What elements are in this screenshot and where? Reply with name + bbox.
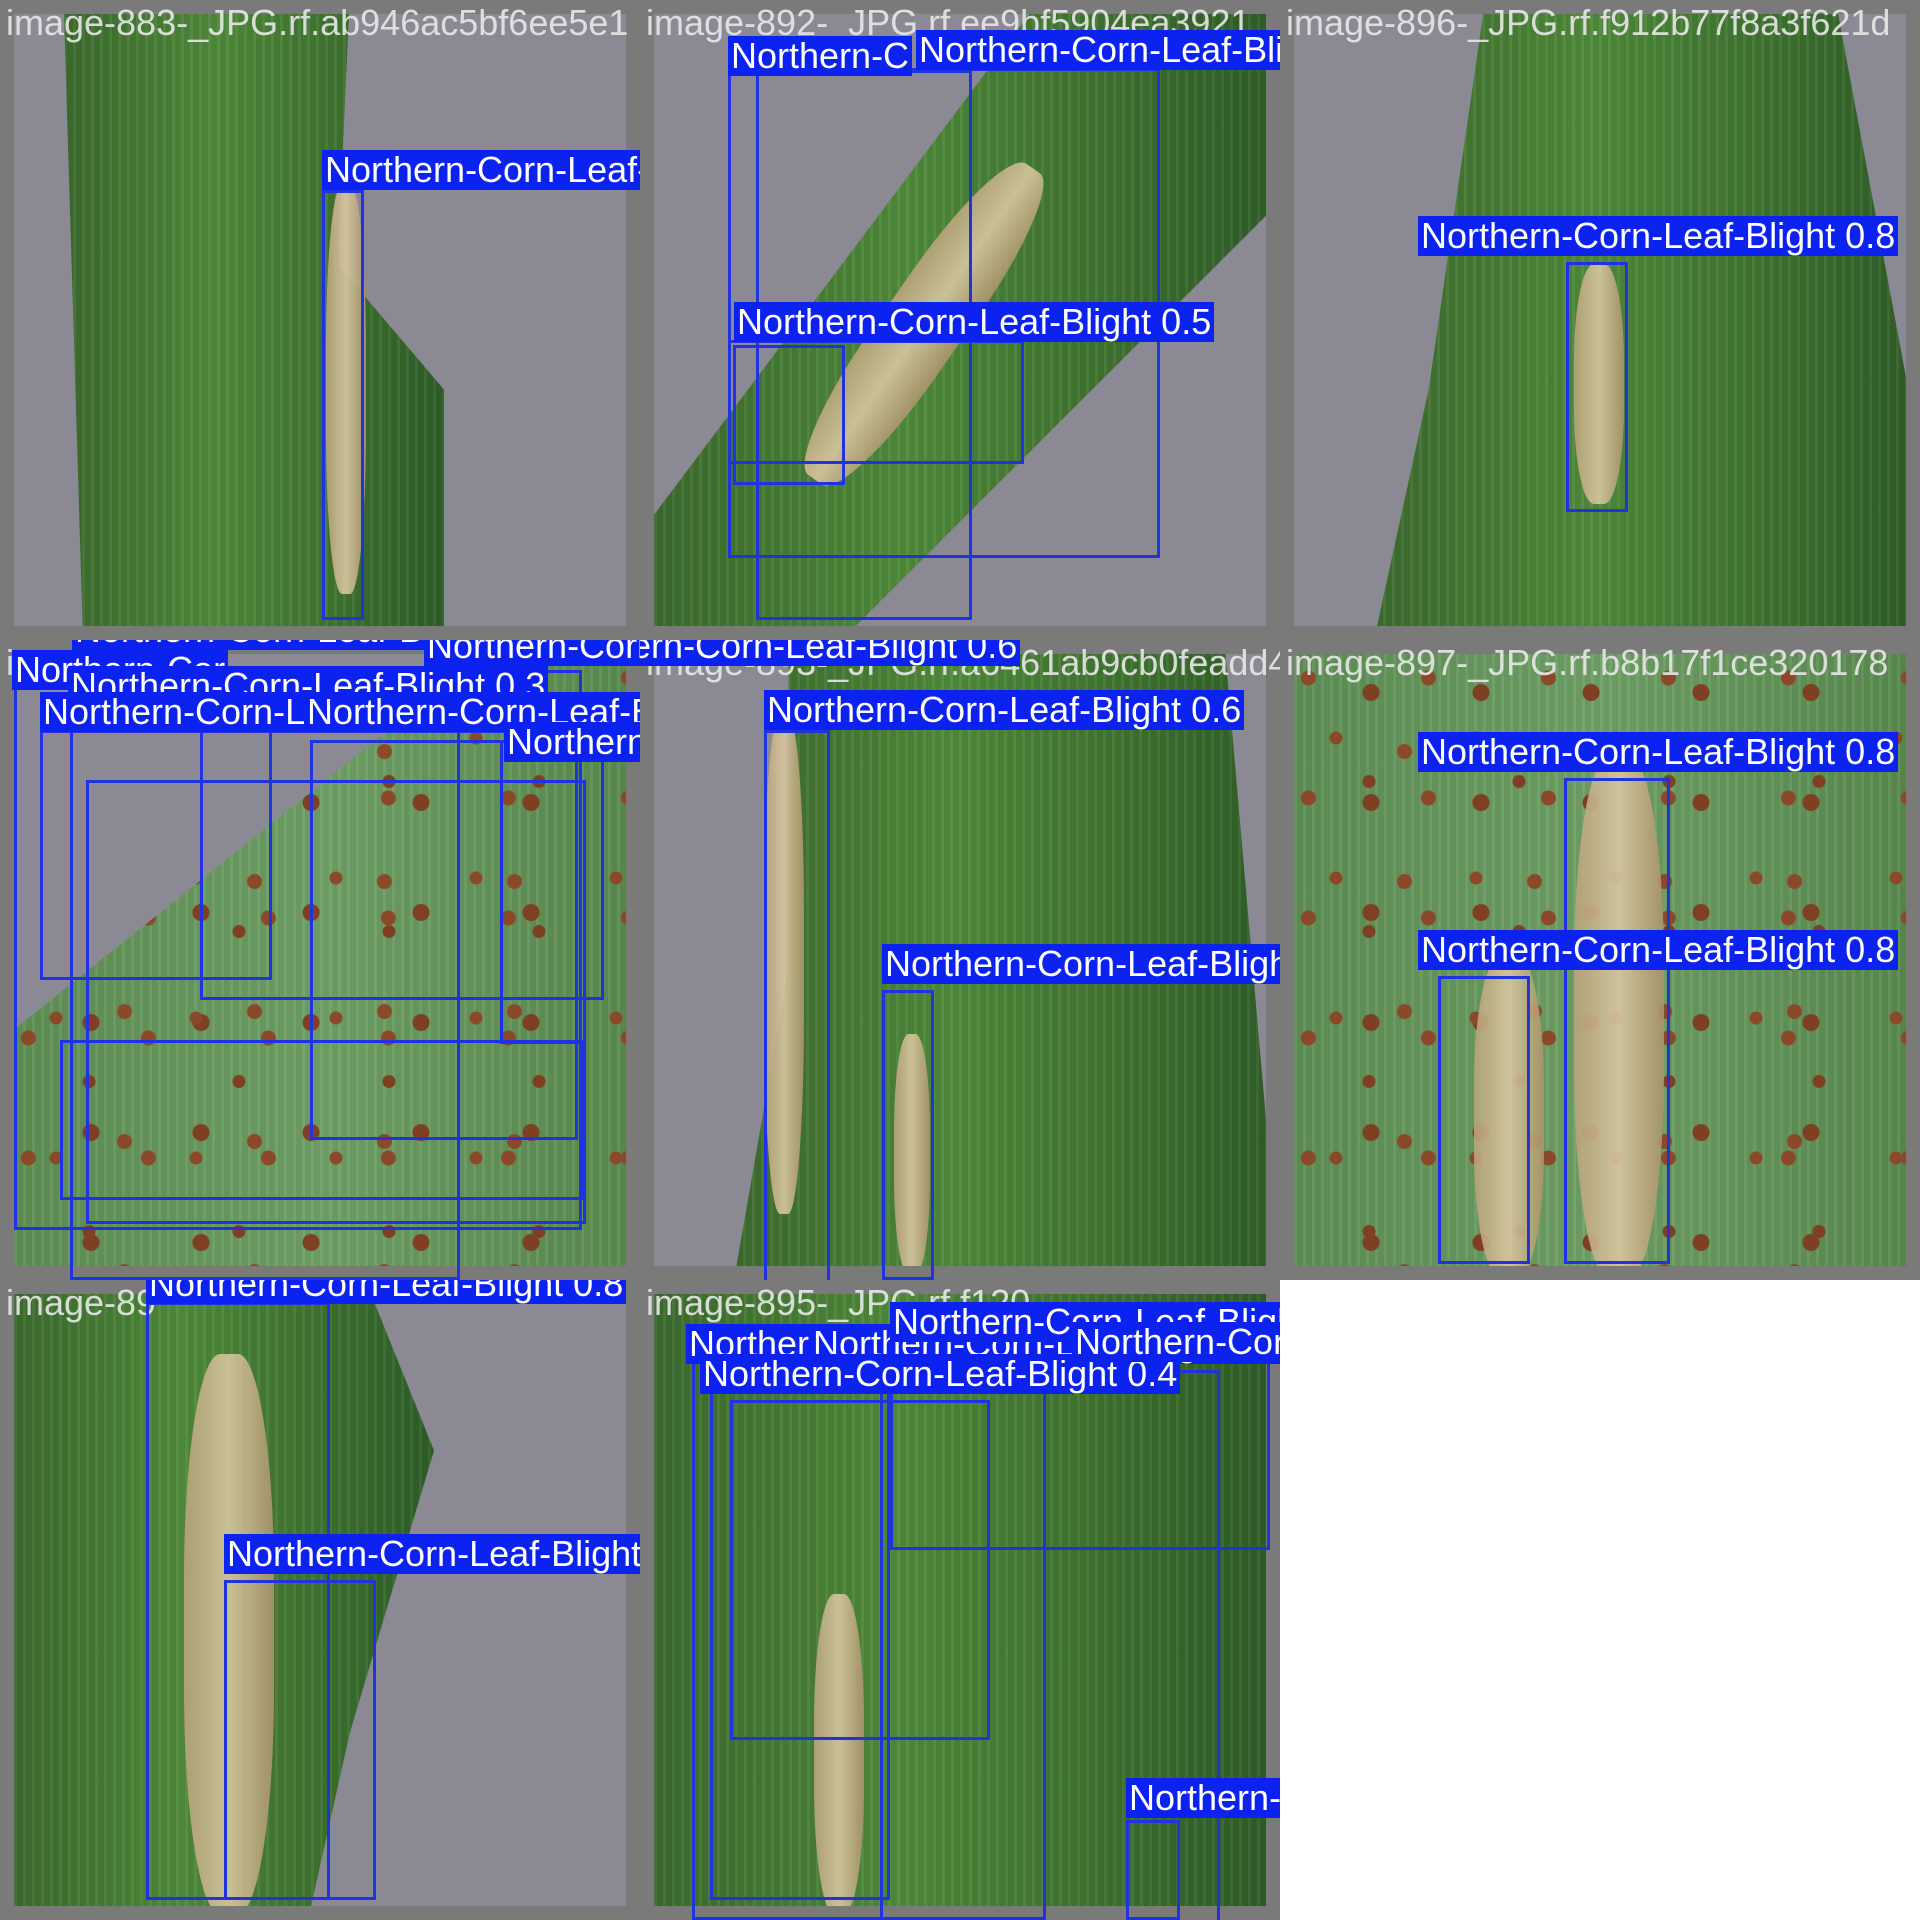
image-filename: image-897-_JPG.rf.b8b17f1ce320178 [1286,642,1889,683]
detection-box [1564,778,1670,1264]
detection-box [730,1400,990,1740]
mosaic-tile: image-897-_JPG.rf.b8b17f1ce320178 Northe… [1280,640,1920,1280]
detection-box [882,990,934,1280]
leaf-photo [14,14,626,626]
detection-label: Northern-Corn-Leaf-Blight 0.8 [224,1534,640,1574]
detection-box [310,740,578,1140]
detection-label: Northern-Corn-Leaf-Blight 0.5 [1126,1778,1280,1818]
detection-label: Northern-Corn-Leaf-Blight 0.7 [882,944,1280,984]
detection-box [764,730,830,1280]
mosaic-tile: image-883-_JPG.rf.ab946ac5bf6ee5e1 North… [0,0,640,640]
detection-box [86,780,586,1224]
detection-label: Northern-Corn-Leaf-Blight 0.6 [640,640,1021,666]
image-filename: image-883-_JPG.rf.ab946ac5bf6ee5e1 [6,2,629,43]
detection-label: Northern-Corn-Leaf-Blight 0.3 [424,640,640,666]
mosaic-tile: image-89 Northern-Corn-Leaf-Blight 0.8 N… [0,1280,640,1920]
leaf-photo [1294,14,1906,626]
detection-label: Northern-C [728,36,913,76]
detection-box [1566,262,1628,512]
detection-box [60,1040,584,1200]
detection-label: Northern-Corn-Leaf-Blight 0.4 [916,30,1280,70]
mosaic-tile: image-892-_JPG.rf.ee9bf5904ea3921 Northe… [640,0,1280,640]
detection-label: Northern-Corn-Leaf-Blight 0.5 [72,640,553,650]
detection-label: Northern-Corn-Leaf-Blight 0.3 [504,722,640,762]
detection-box [322,190,364,620]
image-filename: image-896-_JPG.rf.f912b77f8a3f621d [1286,2,1891,43]
detection-label: Northern-Corn-L [40,692,309,732]
mosaic-tile: image-896-_JPG.rf.f912b77f8a3f621d North… [1280,0,1920,640]
detection-label: Northern-Corn-Leaf-Blight 0.4 [700,1354,1181,1394]
detection-label: Northern-Corn-Leaf-Blight 0.6 [764,690,1245,730]
detection-label: Northern-Corn-Leaf-Blight 0.8 [1418,216,1899,256]
detection-label: Northern-Corn-Leaf-Blight 0 [304,692,640,732]
detection-box [224,1580,376,1900]
detection-label: Northern-Corn-Leaf-Blight 0.3 [1072,1322,1280,1362]
detection-label: Northern-Corn-Leaf-Blight 0.7 [322,150,640,190]
detection-label: Northern-Corn-Leaf-Blight 0.8 [1418,930,1899,970]
mosaic-tile: image-89 Northern-Cor Northern-Corn-Leaf… [0,640,640,1280]
mosaic-tile: image-895-_JPG.rf.f120 Norther Northern-… [640,1280,1280,1920]
detection-box [733,345,845,485]
detection-box [1126,1820,1180,1920]
detection-label: Northern-Corn-Leaf-Blight 0.8 [146,1280,627,1304]
detection-box [1438,976,1530,1264]
mosaic-tile: image-893-_JPG.rf.a6461ab9cb0feadd4a9f N… [640,640,1280,1280]
detection-label: Northern-Corn-Leaf-Blight 0.8 [1418,732,1899,772]
image-filename: image-89 [6,1282,157,1323]
detection-label: Northern-Corn-Leaf-Blight 0.5 [734,302,1215,342]
